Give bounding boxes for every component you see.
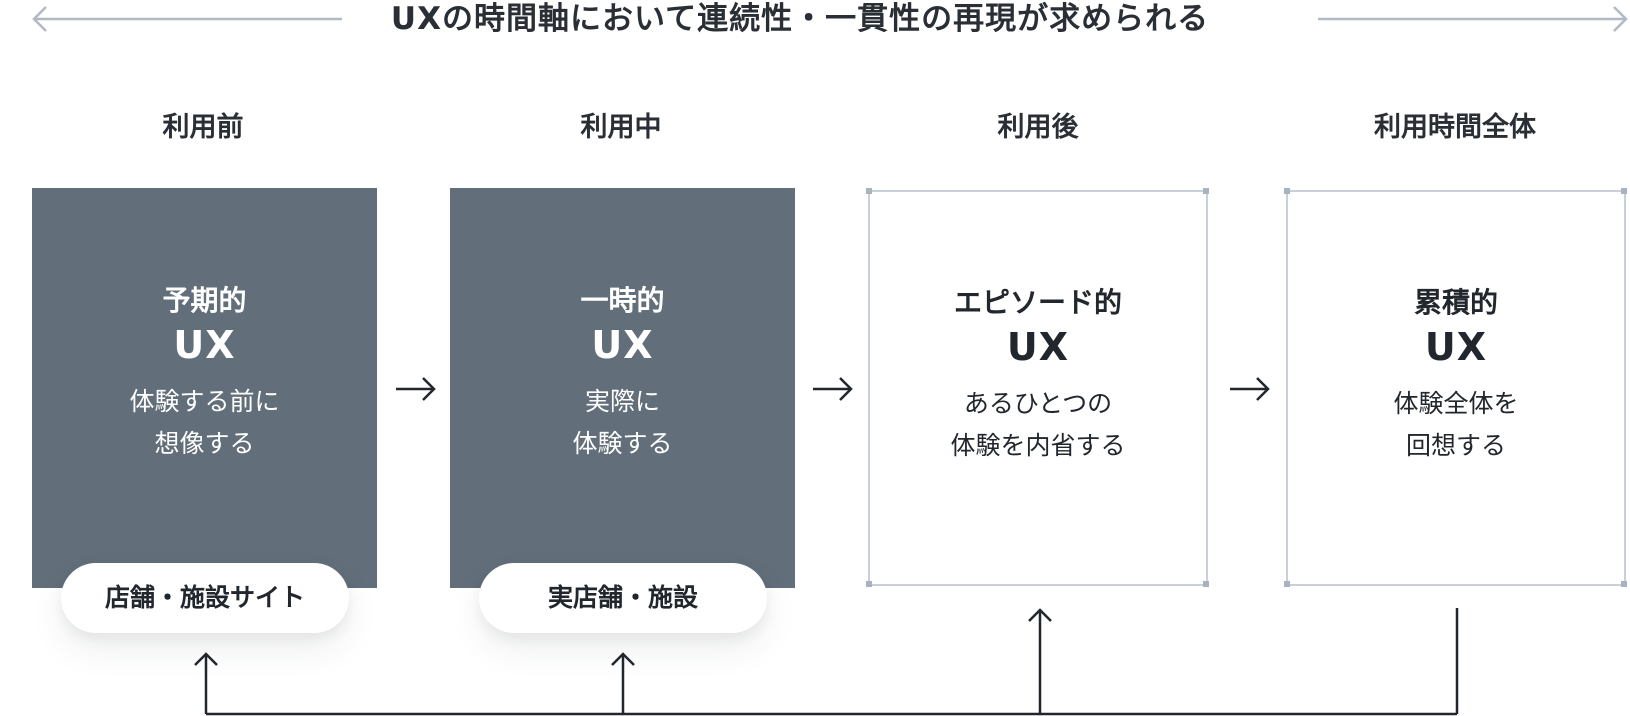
feedback-arrowhead-1 [194, 652, 218, 666]
card-kind: エピソード的 [953, 286, 1122, 319]
corner-handle [866, 188, 872, 194]
pill-physical-store-facility: 実店舗・施設 [479, 563, 767, 633]
timeline-right-arrow [1318, 6, 1628, 32]
card-description: 実際に 体験する [572, 387, 673, 458]
card-ux-label: UX [591, 323, 654, 367]
corner-handle [866, 581, 872, 587]
card-description: あるひとつの 体験を内省する [950, 389, 1126, 460]
corner-handle [1284, 188, 1290, 194]
connector-arrow-1 [396, 377, 436, 401]
feedback-arrowhead-2 [611, 652, 635, 666]
card-cumulative-ux: 累積的 UX 体験全体を 回想する [1286, 190, 1626, 586]
card-description: 体験する前に 想像する [129, 387, 280, 458]
card-kind: 予期的 [162, 284, 247, 317]
card-ux-label: UX [1006, 325, 1070, 369]
corner-handle [1203, 581, 1209, 587]
phase-before: 利用前 [162, 112, 244, 143]
card-episodic-ux: エピソード的 UX あるひとつの 体験を内省する [868, 190, 1208, 586]
diagram-title: UXの時間軸において連続性・一貫性の再現が求められる [390, 1, 1210, 37]
card-momentary-ux: 一時的 UX 実際に 体験する [450, 188, 795, 588]
corner-handle [1284, 581, 1290, 587]
card-ux-label: UX [1424, 325, 1488, 369]
timeline-left-arrow [32, 6, 342, 32]
connector-arrow-2 [813, 377, 853, 401]
feedback-arrowhead-3 [1028, 608, 1052, 622]
card-anticipated-ux: 予期的 UX 体験する前に 想像する [32, 188, 377, 588]
corner-handle [1621, 188, 1627, 194]
phase-during: 利用中 [580, 112, 662, 143]
card-description: 体験全体を 回想する [1393, 389, 1519, 460]
card-ux-label: UX [173, 323, 236, 367]
phase-after: 利用後 [997, 112, 1079, 143]
phase-overall: 利用時間全体 [1374, 112, 1536, 143]
corner-handle [1621, 581, 1627, 587]
connector-arrow-3 [1230, 377, 1270, 401]
card-kind: 一時的 [580, 284, 665, 317]
corner-handle [1203, 188, 1209, 194]
pill-store-facility-site: 店舗・施設サイト [61, 563, 349, 633]
card-kind: 累積的 [1413, 286, 1498, 319]
feedback-loop [204, 608, 1459, 716]
